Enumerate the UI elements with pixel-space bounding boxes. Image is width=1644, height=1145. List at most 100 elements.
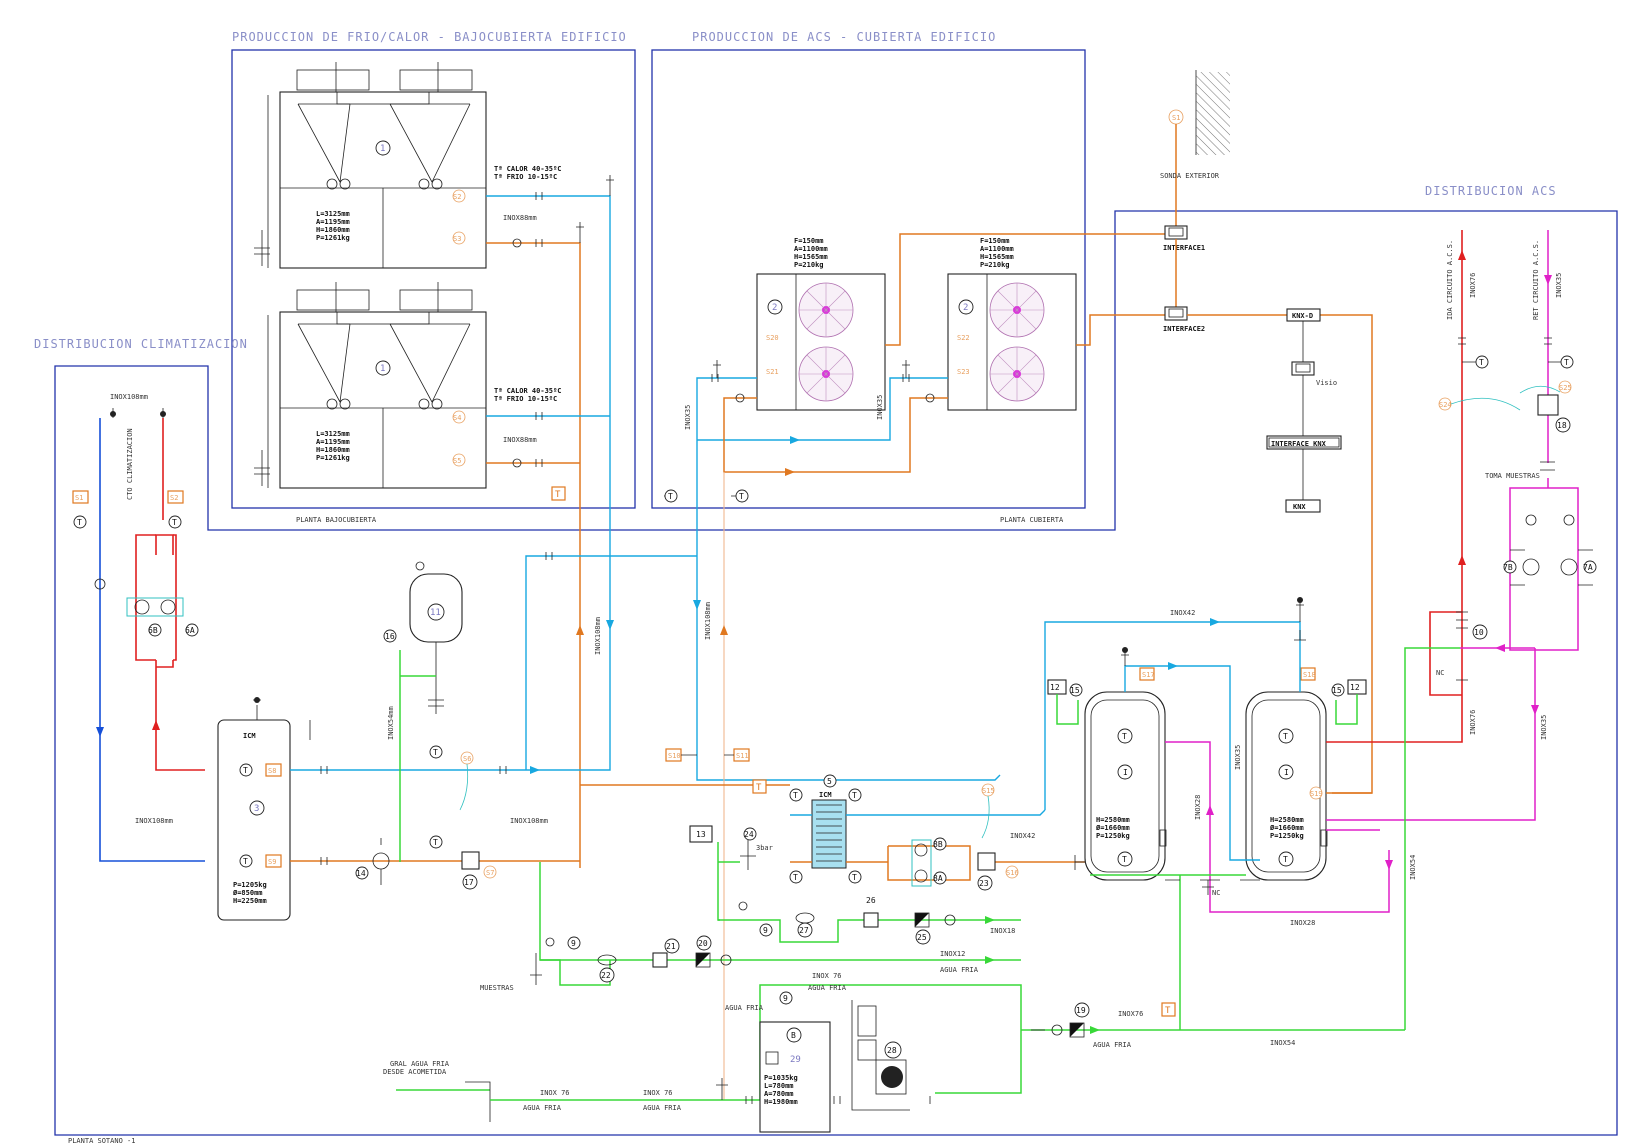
- plate-exchanger: ICM 5 8B 8A T T T T S15 23 S16 INOX42 13: [689, 774, 1090, 921]
- item-23: 23: [979, 879, 989, 888]
- af-inox76c: INOX 76: [540, 1089, 570, 1097]
- heat-pump-2-number: 2: [963, 303, 968, 313]
- visio-label: Visio: [1316, 379, 1337, 387]
- chiller-2-temp-frio: Tª FRIO 10-15ºC: [494, 395, 557, 403]
- clim-s-right: S2: [170, 494, 178, 502]
- acs-pump-7a: 7A: [1583, 563, 1593, 572]
- af-agua-fria6: AGUA FRIA: [643, 1104, 682, 1112]
- af-item9a: 9: [763, 926, 768, 935]
- af-inox54: INOX54: [1270, 1039, 1295, 1047]
- acs-pump-7b: 7B: [1503, 563, 1513, 572]
- sonda-exterior-label: SONDA EXTERIOR: [1160, 172, 1220, 180]
- clim-cto-label: CTO CLIMATIZACION: [126, 428, 134, 500]
- exch-s15: S15: [982, 787, 995, 795]
- af-general-1: DESDE ACOMETIDA: [383, 1068, 447, 1076]
- clim-s7: S7: [486, 869, 494, 877]
- chiller-1-spec-0: L=3125mm: [316, 210, 350, 218]
- chiller-1-spec-2: H=1860mm: [316, 226, 350, 234]
- clim-tank-s1: S8: [268, 767, 276, 775]
- heat-pump-1-s-bot: S21: [766, 368, 779, 376]
- acs-nc-2: NC: [1436, 669, 1444, 677]
- clim-tank-s2: S9: [268, 858, 276, 866]
- clim-tank-thermo-1: T: [243, 766, 248, 775]
- section-frames: [54, 49, 1618, 1136]
- acs-tank-1-i: I: [1123, 768, 1128, 777]
- expansion-number: 11: [430, 608, 441, 618]
- exch-s16: S16: [1006, 869, 1019, 877]
- acs-tank-2-s: S18: [1303, 671, 1316, 679]
- heat-pump-2-spec-2: H=1565mm: [980, 253, 1014, 261]
- acs-tank-1-exp: 12: [1050, 683, 1060, 692]
- chiller-2-spec-1: A=1195mm: [316, 438, 350, 446]
- acs-ret-label: RET CIRCUITO A.C.S.: [1532, 240, 1540, 320]
- af-item9b: 9: [571, 939, 576, 948]
- chiller-2-number: 1: [380, 364, 385, 374]
- acs-pipe-inox35: INOX35: [1234, 745, 1242, 770]
- exch-thermostat: T: [756, 783, 762, 793]
- frame-acs: [651, 49, 1086, 509]
- clim-tank-spec-2: H=2250mm: [233, 897, 267, 905]
- heat-pump-1-number: 2: [772, 303, 777, 313]
- clim-pump-b: 6B: [148, 626, 158, 635]
- tank-connections: [1074, 792, 1372, 881]
- acs-s24: S24: [1439, 401, 1452, 409]
- clim-pipe-top: INOX108mm: [110, 393, 148, 401]
- acs-tank-1-vessel: 15: [1070, 686, 1080, 695]
- exch-pump-b: 8B: [933, 840, 943, 849]
- chiller-2-s-top: S4: [453, 414, 461, 422]
- af-item19: 19: [1076, 1006, 1086, 1015]
- acs-cyan-piping: INOX42 INOX35: [1044, 597, 1306, 861]
- exchanger-label: ICM: [819, 791, 832, 799]
- acs-ida-thermo: T: [1479, 358, 1484, 367]
- knx-d-label: KNX-D: [1292, 312, 1313, 320]
- clim-s6: S6: [463, 755, 471, 763]
- acs-tank-2-exp: 12: [1350, 683, 1360, 692]
- heat-pump-2-spec-3: P=210kg: [980, 261, 1010, 269]
- acs-s25: S25: [1559, 384, 1572, 392]
- item-24: 24: [744, 830, 754, 839]
- pump-group-number: 28: [887, 1046, 897, 1055]
- agua-fria-circuit: INOX18 INOX12 AGUA FRIA MUESTRAS 9 22 21…: [383, 862, 1405, 1133]
- heat-pump-2-s-bot: S23: [957, 368, 970, 376]
- acs-pipe-inox35b: INOX35: [1540, 715, 1548, 740]
- acs-nc-1: NC: [1212, 889, 1220, 897]
- item-13: 13: [696, 830, 706, 839]
- clim-s11: S11: [736, 752, 749, 760]
- label-planta-bajocubierta: PLANTA BAJOCUBIERTA: [296, 516, 377, 524]
- title-frio-calor: PRODUCCION DE FRIO/CALOR - BAJOCUBIERTA …: [232, 30, 627, 44]
- acs-tanks: T I T H=2580mm Ø=1660mm P=1250kg S17 12 …: [1047, 667, 1367, 881]
- acs-ret-thermo: T: [1564, 358, 1569, 367]
- hp-thermo-right: T: [739, 492, 744, 501]
- label-planta-cubierta: PLANTA CUBIERTA: [1000, 516, 1064, 524]
- af-item9c: 9: [783, 994, 788, 1003]
- acs-tank-1-spec-1: Ø=1660mm: [1095, 824, 1130, 832]
- acs-pipe-inox76: INOX76: [1469, 710, 1477, 735]
- clim-pipe-mid: INOX108mm: [135, 817, 173, 825]
- acs-tank-2-thermo-2: T: [1283, 855, 1288, 864]
- acs-tank-2-vessel: 15: [1332, 686, 1342, 695]
- chiller-1-temp-frio: Tª FRIO 10-15ºC: [494, 173, 557, 181]
- heat-pump-1-spec-2: H=1565mm: [794, 253, 828, 261]
- acs-distribution: IDA CIRCUITO A.C.S. INOX76 RET CIRCUITO …: [1326, 230, 1597, 1030]
- af-agua-fria: AGUA FRIA: [940, 966, 979, 974]
- clim-thermo-right: T: [172, 518, 177, 527]
- af-item26: 26: [866, 896, 876, 905]
- acs-tank-2-spec-2: P=1250kg: [1270, 832, 1304, 840]
- clim-tank-spec-1: Ø=850mm: [232, 889, 263, 897]
- descal-spec-2: A=780mm: [764, 1090, 794, 1098]
- clim-s10: S10: [668, 752, 681, 760]
- exch-bar: 3bar: [756, 844, 773, 852]
- chiller-2-spec-0: L=3125mm: [316, 430, 350, 438]
- chiller-1-s-bot: S3: [453, 235, 461, 243]
- exch-thermo-4: T: [852, 873, 857, 882]
- acs-tank-1-thermo-2: T: [1122, 855, 1127, 864]
- title-distribucion-climatizacion: DISTRIBUCION CLIMATIZACION: [34, 337, 248, 351]
- clim-tank-thermo-2: T: [243, 857, 248, 866]
- chiller-piping: T: [486, 175, 614, 868]
- heat-pump-1-spec-0: F=150mm: [794, 237, 824, 245]
- acs-toma-label: TOMA MUESTRAS: [1485, 472, 1540, 480]
- sonda-s-label: S1: [1172, 114, 1180, 122]
- clim-pipe-vert1: INOX108mm: [594, 617, 602, 655]
- descal-spec-0: P=1035kg: [764, 1074, 798, 1082]
- frame-frio-calor: [231, 49, 636, 509]
